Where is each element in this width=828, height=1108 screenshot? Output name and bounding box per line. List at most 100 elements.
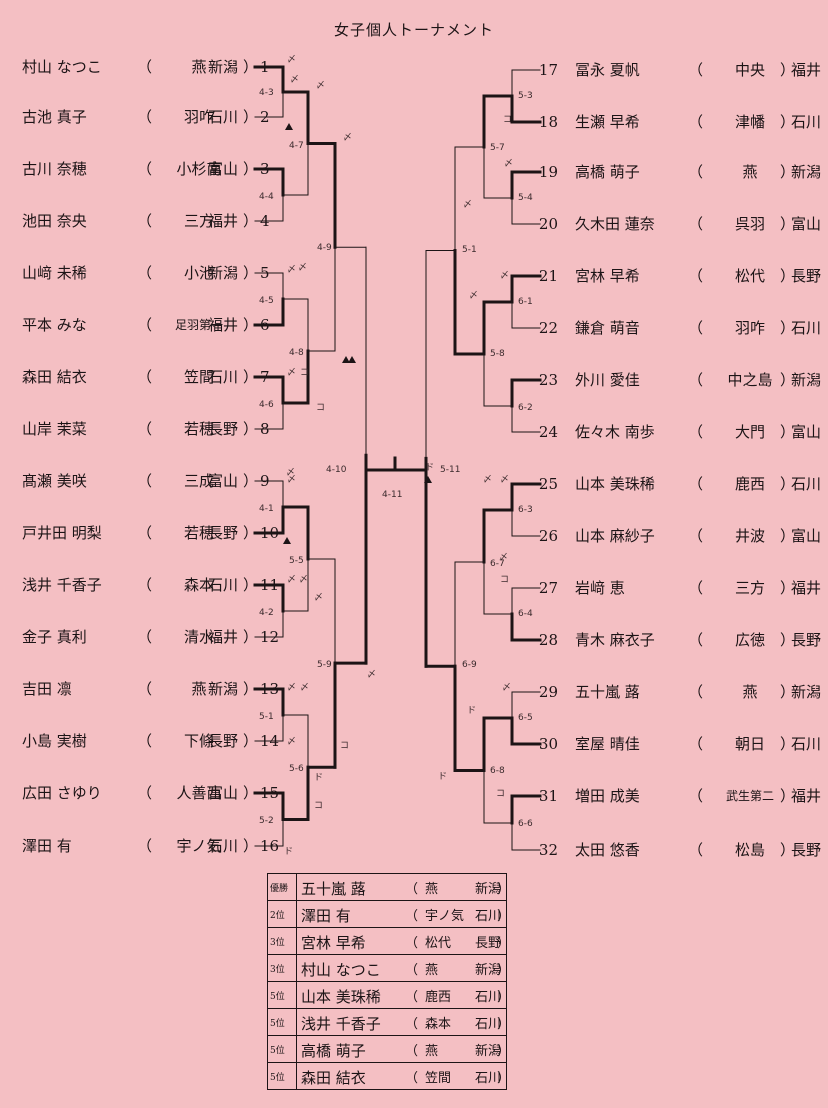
player-name: 青木 麻衣子 [575,631,655,649]
paren-close: ） [243,837,259,855]
paren-close: ） [780,683,796,701]
player-number: 2 [260,108,270,126]
player-prefecture: 富山 [791,423,822,441]
paren-close: ） [243,524,259,542]
player-school: 羽咋 [183,108,214,126]
paren-open: （ [688,113,704,131]
match-label: 6-9 [462,660,477,670]
match-label: 4-9 [317,243,332,253]
paren-open: （ [137,524,153,542]
result-rank: 5位 [267,1008,297,1036]
player-prefecture: 富山 [208,784,239,802]
player-name: 五十嵐 蕗 [575,683,640,701]
paren-open: （ [137,368,153,386]
paren-open: （ [137,160,153,178]
paren-open: （ [688,735,704,753]
player-number: 24 [538,423,558,441]
player-school: 大門 [734,423,765,441]
player-school: 津幡 [734,113,765,131]
paren-close: ） [243,472,259,490]
paren-close: ） [497,963,511,978]
player-school: 宇ノ気 [176,837,222,855]
player-number: 10 [260,524,280,542]
score-mark: コ [340,741,349,751]
player-school: 羽咋 [734,319,765,337]
triangle-mark [348,356,356,363]
paren-close: ） [780,787,796,805]
player-number: 31 [538,787,558,805]
player-school: 武生第二 [725,789,774,803]
player-prefecture: 新潟 [791,371,822,389]
result-name: 宮林 早希 [301,934,366,952]
player-prefecture: 長野 [208,524,239,542]
player-number: 28 [538,631,558,649]
player-prefecture: 石川 [208,368,239,386]
player-name: 池田 奈央 [22,212,87,230]
result-entry: 山本 美珠稀（鹿西石川） [296,981,510,1009]
paren-open: （ [405,990,419,1005]
score-mark: 〆 [343,133,352,143]
player-number: 21 [538,267,558,285]
player-school: 三方 [734,579,765,597]
paren-close: ） [780,267,796,285]
score-mark: 〆 [504,159,513,169]
paren-close: ） [243,160,259,178]
paren-open: （ [688,527,704,545]
score-mark: 〆 [286,468,295,478]
paren-close: ） [243,212,259,230]
triangle-mark [424,476,432,483]
paren-open: （ [137,420,153,438]
score-mark: 〆 [502,683,511,693]
score-mark: コ [496,789,505,799]
score-mark: 〆 [300,683,309,693]
paren-open: （ [137,108,153,126]
player-number: 32 [538,841,558,859]
result-row: 5位山本 美珠稀（鹿西石川） [267,981,510,1009]
result-name: 浅井 千香子 [301,1015,381,1033]
match-label: 4-3 [259,88,274,98]
result-entry: 浅井 千香子（森本石川） [296,1008,510,1036]
match-label: 4-2 [259,608,274,618]
player-prefecture: 富山 [791,527,822,545]
match-label: 6-6 [518,819,533,829]
player-number: 25 [538,475,558,493]
player-prefecture: 新潟 [791,163,822,181]
paren-open: （ [688,475,704,493]
paren-open: （ [137,628,153,646]
player-name: 宮林 早希 [575,267,640,285]
result-school: 燕 [425,882,439,897]
player-prefecture: 石川 [791,735,822,753]
result-name: 五十嵐 蕗 [301,880,366,898]
paren-open: （ [688,163,704,181]
paren-open: （ [688,371,704,389]
paren-open: （ [405,1044,419,1059]
paren-close: ） [243,58,259,76]
player-prefecture: 福井 [208,628,239,646]
player-prefecture: 福井 [791,579,822,597]
player-name: 岩﨑 恵 [575,579,625,597]
result-prefecture: 石川 [475,990,502,1005]
player-school: 笠間 [183,368,214,386]
player-school: 若穂 [183,524,214,542]
player-school: 森本 [183,576,214,594]
paren-close: ） [780,371,796,389]
score-mark: 〆 [287,683,296,693]
match-label: 4-8 [289,348,304,358]
score-mark: コ [300,368,309,378]
score-mark: コ [503,115,512,125]
result-entry: 森田 結衣（笠間石川） [296,1062,510,1090]
score-mark: 〆 [287,55,296,65]
player-name: 山本 麻紗子 [575,527,655,545]
paren-close: ） [780,319,796,337]
score-mark: ド [284,847,293,857]
